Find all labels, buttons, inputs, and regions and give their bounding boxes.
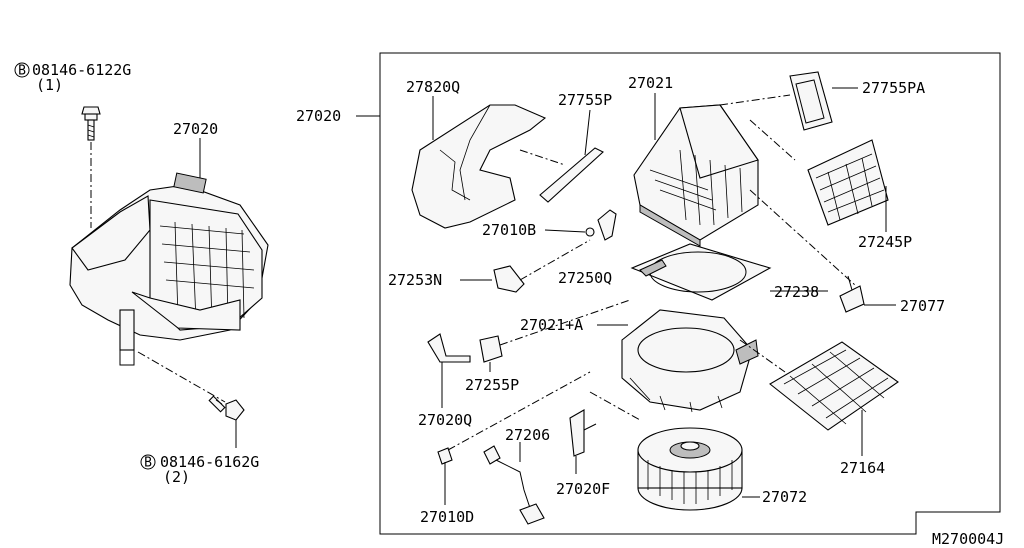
harness-27206-illustration [483,445,545,525]
bracket-27255P-illustration [479,335,503,363]
part-27255P-label: 27255P [465,376,519,394]
filter-27164-illustration [769,341,899,431]
bolt-mark: B [18,64,26,79]
part-27072-label: 27072 [762,488,807,506]
blower-motor-27072-illustration [637,427,743,511]
bolt-upper-callout: B 08146-6122G (1) [14,61,131,94]
part-27020F-label: 27020F [556,480,610,498]
bolt-upper-icon [81,106,101,141]
actuator-27253N-illustration [493,265,525,293]
part-27077-label: 27077 [900,297,945,315]
part-27021A-label: 27021+A [520,316,583,334]
bolt-lower-callout: B 08146-6162G (2) [140,453,259,486]
bracket-27020Q-illustration [427,333,471,363]
duct-27820Q-illustration [411,104,547,229]
drawing-code: M270004J [932,530,1004,548]
part-27755PA-label: 27755PA [862,79,925,97]
bolt-lower-part-number: 08146-6162G [160,453,259,471]
part-27010D-label: 27010D [420,508,474,526]
part-27245P-label: 27245P [858,233,912,251]
bolt-symbol-icon [14,62,30,78]
bolt-upper-part-number: 08146-6122G [32,61,131,79]
plate-27755P-illustration [539,147,604,203]
bracket-27020F-illustration [569,409,597,457]
bolt-lower-icon [208,395,245,421]
filter-27245P-illustration [807,139,889,226]
part-27020Q-label: 27020Q [418,411,472,429]
bolt-lower-quantity: (2) [163,468,190,486]
part-27164-label: 27164 [840,459,885,477]
sensor-27010D-illustration [437,447,453,465]
upper-case-27021-illustration [633,104,759,247]
part-27755P-label: 27755P [558,91,612,109]
assembly-box-label: 27020 [296,107,341,125]
part-27021-label: 27021 [628,74,673,92]
bolt-symbol-icon [140,454,156,470]
part-27238-label: 27238 [774,283,819,301]
part-27206-label: 27206 [505,426,550,444]
sensor-27010B-illustration [585,209,617,241]
bolt-mark: B [144,456,152,471]
part-27253N-label: 27253N [388,271,442,289]
bolt-upper-quantity: (1) [36,76,63,94]
gasket-27238-illustration [630,243,772,301]
exploded-view-frame [379,52,1001,535]
lower-case-27021A-illustration [621,309,759,413]
part-27010B-label: 27010B [482,221,536,239]
assembly-left-label: 27020 [173,120,218,138]
blower-unit-assembly-illustration [69,172,269,366]
part-27250Q-label: 27250Q [558,269,612,287]
seal-27755PA-illustration [789,71,833,131]
connector-27077-illustration [839,275,865,313]
part-27820Q-label: 27820Q [406,78,460,96]
